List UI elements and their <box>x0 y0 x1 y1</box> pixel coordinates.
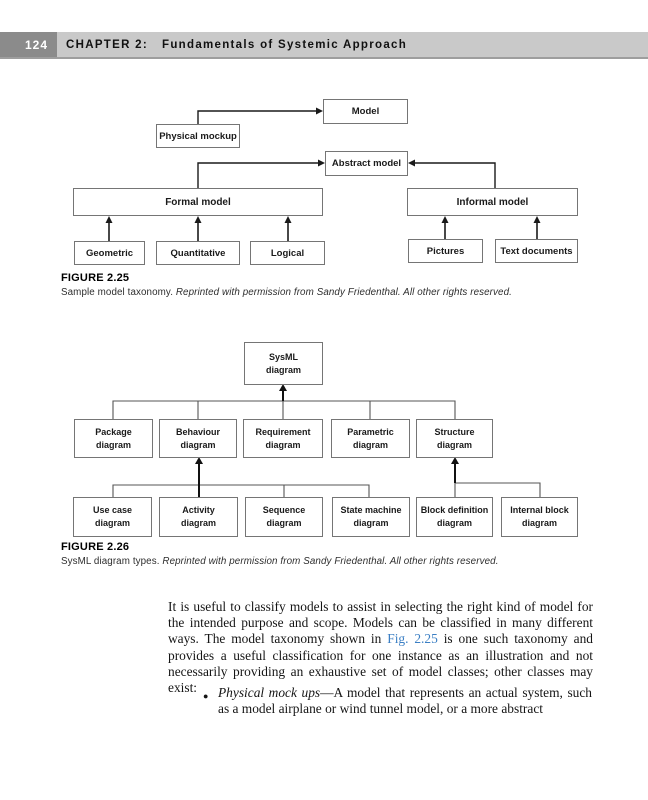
node-geometric: Geometric <box>74 241 145 265</box>
node-text-documents: Text documents <box>495 239 578 263</box>
node-use-case-diagram: Use case diagram <box>73 497 152 537</box>
node-physical-mockup-label: Physical mockup <box>159 130 237 142</box>
node-model: Model <box>323 99 408 124</box>
node-activity-diagram: Activity diagram <box>159 497 238 537</box>
node-parametric-line1: Parametric <box>347 426 394 437</box>
node-formal-model-label: Formal model <box>165 196 231 208</box>
node-state-machine-diagram: State machine diagram <box>332 497 410 537</box>
figure-2-25-caption: FIGURE 2.25 Sample model taxonomy. Repri… <box>61 272 512 298</box>
paragraph-text-after: is one such taxonomy and provides a usef… <box>168 631 593 696</box>
figure-2-26-label: FIGURE 2.26 <box>61 541 130 553</box>
node-behaviour-diagram: Behaviour diagram <box>159 419 237 458</box>
node-logical: Logical <box>250 241 325 265</box>
node-quantitative: Quantitative <box>156 241 240 265</box>
node-abstract-model-label: Abstract model <box>331 158 402 169</box>
node-requirement-line2: diagram <box>265 439 301 450</box>
node-parametric-diagram: Parametric diagram <box>331 419 410 458</box>
node-sequence-line2: diagram <box>266 518 302 528</box>
node-sysml-line1: SysML <box>268 351 298 362</box>
chapter-heading: CHAPTER 2: Fundamentals of Systemic Appr… <box>66 32 407 57</box>
node-requirement-diagram: Requirement diagram <box>243 419 323 458</box>
bullet-icon: ● <box>203 691 209 701</box>
bullet-text: Physical mock ups—A model that represent… <box>218 685 592 717</box>
node-parametric-line2: diagram <box>352 439 388 450</box>
node-package-diagram: Package diagram <box>74 419 153 458</box>
page-number: 124 <box>0 32 57 57</box>
node-geometric-label: Geometric <box>86 247 133 259</box>
node-abstract-model: Abstract model <box>325 151 408 176</box>
node-formal-model: Formal model <box>73 188 323 216</box>
caption-credit: Reprinted with permission from Sandy Fri… <box>175 287 512 298</box>
node-package-line1: Package <box>95 426 132 437</box>
node-use-case-line1: Use case <box>92 505 133 515</box>
bullet-lead-italic: Physical mock ups <box>218 685 321 700</box>
node-sequence-line1: Sequence <box>262 505 306 515</box>
node-internal-block-line2: diagram <box>521 518 557 528</box>
node-pictures-label: Pictures <box>426 245 465 257</box>
figure-2-25-caption-text: Sample model taxonomy. Reprinted with pe… <box>61 287 512 298</box>
node-logical-label: Logical <box>270 247 305 259</box>
node-sequence-diagram: Sequence diagram <box>245 497 323 537</box>
node-behaviour-line1: Behaviour <box>175 426 220 437</box>
figure-2-25-link[interactable]: Fig. 2.25 <box>387 631 438 647</box>
caption-text: SysML diagram types. <box>61 556 160 567</box>
node-sysml-diagram: SysML diagram <box>244 342 323 385</box>
chapter-label: CHAPTER 2: <box>66 38 149 51</box>
node-behaviour-line2: diagram <box>180 439 216 450</box>
chapter-header-bar: 124 CHAPTER 2: Fundamentals of Systemic … <box>0 32 648 59</box>
node-use-case-line2: diagram <box>94 518 130 528</box>
node-block-definition-line1: Block definition <box>420 505 489 515</box>
node-activity-line1: Activity <box>182 505 215 515</box>
figure-2-26-caption: FIGURE 2.26 SysML diagram types. Reprint… <box>61 541 499 567</box>
node-informal-model: Informal model <box>407 188 578 216</box>
node-state-machine-line2: diagram <box>353 518 389 528</box>
node-state-machine-line1: State machine <box>340 505 402 515</box>
node-package-line2: diagram <box>95 439 131 450</box>
body-paragraph: It is useful to classify models to assis… <box>168 599 593 696</box>
figure-2-26-caption-text: SysML diagram types. Reprinted with perm… <box>61 556 499 567</box>
bullet-physical-mock-ups: ● Physical mock ups—A model that represe… <box>203 685 593 717</box>
node-structure-line2: diagram <box>436 439 472 450</box>
paragraph-text-before: It is useful to classify models to assis… <box>168 599 593 647</box>
node-internal-block-line1: Internal block <box>510 505 569 515</box>
node-structure-line1: Structure <box>434 426 475 437</box>
node-activity-line2: diagram <box>180 518 216 528</box>
node-physical-mockup: Physical mockup <box>156 124 240 148</box>
node-text-documents-label: Text documents <box>500 245 573 257</box>
caption-credit: Reprinted with permission from Sandy Fri… <box>162 556 499 567</box>
node-internal-block-diagram: Internal block diagram <box>501 497 578 537</box>
node-informal-model-label: Informal model <box>456 196 529 208</box>
caption-text: Sample model taxonomy. <box>61 287 174 298</box>
node-structure-diagram: Structure diagram <box>416 419 493 458</box>
node-block-definition-diagram: Block definition diagram <box>416 497 493 537</box>
node-quantitative-label: Quantitative <box>170 247 226 259</box>
bullet-rest: —A model that represents an actual syste… <box>218 685 592 717</box>
node-model-label: Model <box>351 106 380 117</box>
node-requirement-line1: Requirement <box>255 426 311 437</box>
node-pictures: Pictures <box>408 239 483 263</box>
figure-2-25-label: FIGURE 2.25 <box>61 272 130 284</box>
node-block-definition-line2: diagram <box>436 518 472 528</box>
node-sysml-line2: diagram <box>265 364 301 375</box>
chapter-title: Fundamentals of Systemic Approach <box>162 38 408 51</box>
